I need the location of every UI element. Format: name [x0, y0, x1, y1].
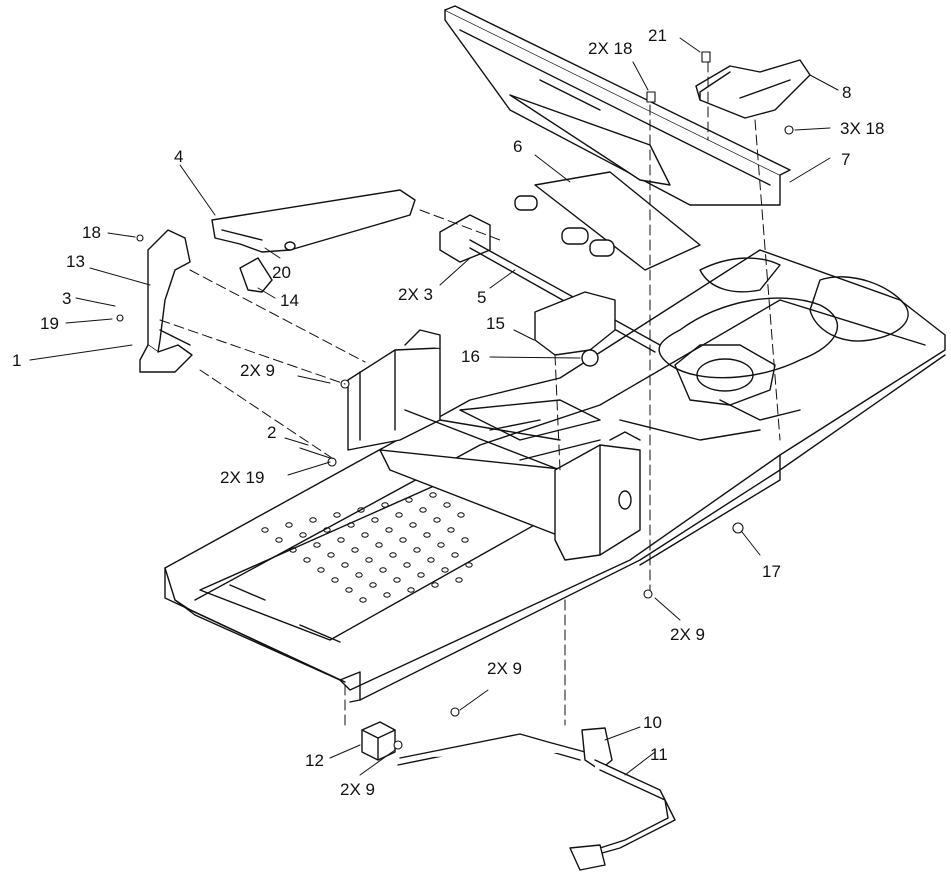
floor-hole [355, 572, 363, 578]
callout-13: 13 [66, 252, 85, 271]
floor-hole [413, 547, 421, 553]
callout-2x3: 2X 3 [398, 285, 433, 304]
part-1-and-13-bracket [139, 229, 193, 373]
floor-hole [427, 557, 435, 563]
part-5-shaft [439, 195, 661, 367]
floor-hole [381, 502, 389, 508]
floor-hole [347, 522, 355, 528]
floor-hole [313, 542, 321, 548]
callout-19: 19 [40, 314, 59, 333]
floor-hole [395, 512, 403, 518]
floor-hole [365, 557, 373, 563]
floor-hole [359, 597, 367, 603]
callout-20: 20 [272, 263, 291, 282]
floor-hole [457, 512, 465, 518]
callout-2: 2 [267, 423, 277, 442]
part-12-block [361, 721, 396, 761]
callout-18: 18 [82, 223, 101, 242]
floor-hole [369, 582, 377, 588]
floor-hole [357, 507, 365, 513]
floor-hole [289, 547, 297, 553]
floor-hole [433, 517, 441, 523]
floor-hole [431, 582, 439, 588]
floor-hole [447, 527, 455, 533]
callout-15: 15 [486, 314, 505, 333]
floor-hole [417, 572, 425, 578]
floor-hole [399, 537, 407, 543]
floor-hole [299, 532, 307, 538]
floor-hole [423, 532, 431, 538]
floor-hole [443, 502, 451, 508]
part-14-pedal-pad [239, 257, 273, 293]
floor-hole [345, 587, 353, 593]
floor-hole [465, 562, 473, 568]
floor-hole [455, 577, 463, 583]
floor-hole [461, 537, 469, 543]
callout-21: 21 [648, 26, 667, 45]
part-7-crossmember [444, 5, 791, 206]
callout-8: 8 [842, 83, 852, 102]
floor-hole [419, 507, 427, 513]
floor-hole [407, 587, 415, 593]
floor-hole [361, 532, 369, 538]
floor-hole [429, 492, 437, 498]
right-upright-bracket [554, 431, 641, 561]
floor-hole [383, 592, 391, 598]
callout-3x18: 3X 18 [840, 119, 885, 138]
floor-hole [385, 527, 393, 533]
callout-7: 7 [841, 150, 851, 169]
floor-hole [333, 512, 341, 518]
fasteners [94, 51, 794, 750]
floor-hole [317, 567, 325, 573]
floor-hole [451, 552, 459, 558]
floor-hole [261, 527, 269, 533]
part-4-pedal-arm [211, 189, 416, 253]
floor-hole [323, 527, 331, 533]
callout-10: 10 [643, 713, 662, 732]
floor-hole [405, 497, 413, 503]
floor-hole [409, 522, 417, 528]
floor-hole [303, 557, 311, 563]
floor-hole [441, 567, 449, 573]
floor-hole [393, 577, 401, 583]
callout-12: 12 [305, 751, 324, 770]
callout-2x19: 2X 19 [220, 468, 265, 487]
callout-5: 5 [477, 288, 487, 307]
callout-17: 17 [762, 562, 781, 581]
floor-hole [389, 552, 397, 558]
floor-hole [341, 562, 349, 568]
callout-2x18: 2X 18 [588, 39, 633, 58]
callout-6: 6 [513, 137, 523, 156]
floor-hole [403, 562, 411, 568]
floor-hole [437, 542, 445, 548]
floor-pan-holes: // drawn by script below [261, 487, 473, 603]
callout-2x9-block: 2X 9 [340, 780, 375, 799]
leader-lines [29, 37, 839, 776]
floor-hole [331, 577, 339, 583]
floor-hole [327, 552, 335, 558]
callout-2x9-left: 2X 9 [240, 361, 275, 380]
callout-4: 4 [174, 147, 184, 166]
callout-11: 11 [650, 745, 668, 764]
floor-hole [337, 537, 345, 543]
floor-hole [309, 517, 317, 523]
callout-14: 14 [280, 291, 299, 310]
left-upright-bracket [347, 329, 571, 541]
callout-2x9-right: 2X 9 [670, 625, 705, 644]
floor-hole [379, 567, 387, 573]
callout-1: 1 [12, 351, 22, 370]
part-10-11-lever-rod [397, 727, 676, 871]
floor-hole [375, 542, 383, 548]
floor-hole [371, 517, 379, 523]
callout-2x9-bottom: 2X 9 [487, 659, 522, 678]
floor-hole [351, 547, 359, 553]
alignment-lines [159, 61, 781, 731]
floor-hole [275, 537, 283, 543]
part-8-plate [695, 59, 811, 119]
floor-hole [285, 522, 293, 528]
callout-16: 16 [461, 347, 480, 366]
callout-3: 3 [62, 289, 72, 308]
